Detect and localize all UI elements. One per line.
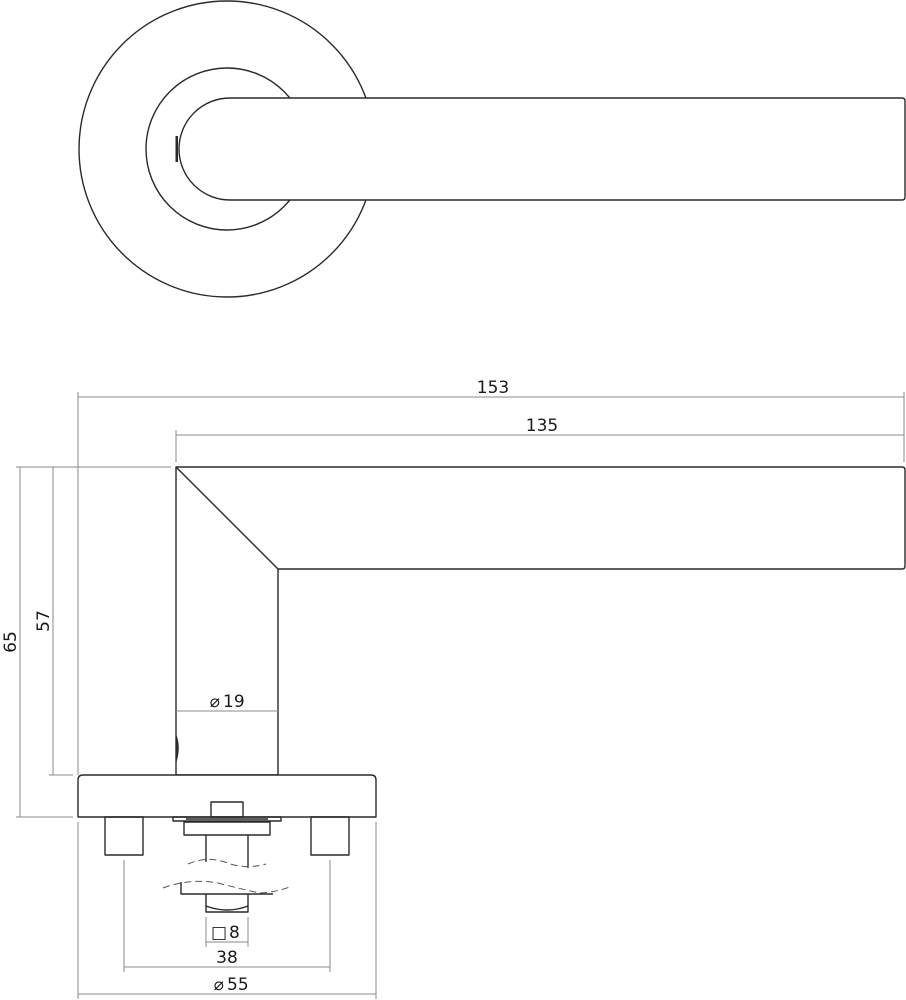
dim-19-label: 19 <box>223 692 245 712</box>
dim-57-label: 57 <box>34 610 54 632</box>
spindle-lower-flange <box>180 882 273 895</box>
dim-8-symbol: □ <box>211 923 227 943</box>
break-line-lower <box>162 880 293 894</box>
dim-55-label: 55 <box>227 975 249 995</box>
dim-65-label: 65 <box>1 631 21 653</box>
spindle-cap-curve <box>205 905 249 911</box>
miter-line <box>175 466 279 570</box>
dim-55-symbol: ⌀ <box>214 975 224 995</box>
dimensions: 153 135 65 57 ⌀ 19 □ 8 38 ⌀ 55 <box>1 378 905 999</box>
lever-top-outline <box>178 97 906 201</box>
dim-153-label: 153 <box>477 378 509 398</box>
top-view <box>78 0 906 298</box>
rosette-side <box>77 774 377 818</box>
break-line-upper <box>187 858 267 868</box>
spindle-lower-cap <box>205 894 249 913</box>
grub-screw-bump <box>176 735 179 762</box>
dim-8-label: 8 <box>229 923 240 943</box>
fixing-post-left <box>104 816 144 856</box>
dim-38-label: 38 <box>216 948 238 968</box>
spindle-collar <box>183 821 271 836</box>
fixing-post-right <box>310 816 350 856</box>
dim-19-symbol: ⌀ <box>210 692 220 712</box>
lever-side-outline <box>175 466 906 776</box>
grub-screw-mark-top <box>175 136 178 162</box>
side-view <box>77 466 906 913</box>
spindle-upper <box>205 835 249 868</box>
dim-135-label: 135 <box>526 416 558 436</box>
spindle-plate <box>172 816 282 822</box>
